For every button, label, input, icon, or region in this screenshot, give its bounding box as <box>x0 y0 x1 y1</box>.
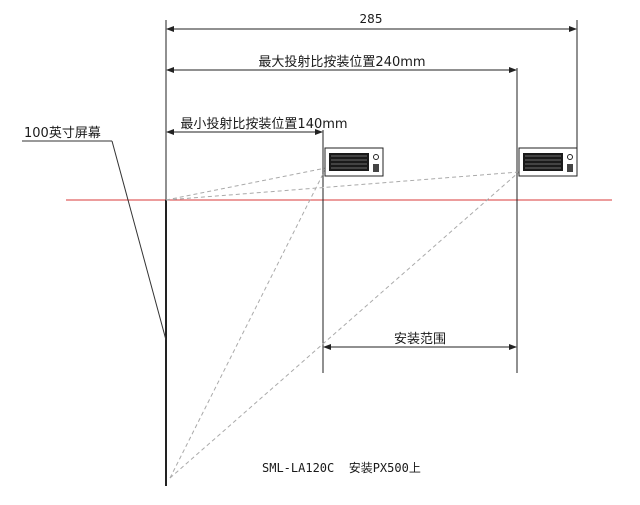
projector-icon <box>518 147 578 177</box>
total-distance-label: 285 <box>360 12 383 26</box>
install-range-label: 安装范围 <box>394 332 446 347</box>
diagram-caption: SML-LA120C 安装PX500上 <box>262 460 421 475</box>
ray-near-top <box>165 167 327 201</box>
ray-near-bottom <box>169 167 327 479</box>
screen-label: 100英寸屏幕 <box>24 126 101 141</box>
max-position-label: 最大投射比按装位置240mm <box>258 54 425 70</box>
ray-far-top <box>165 171 520 201</box>
min-position-label: 最小投射比按装位置140mm <box>180 116 347 132</box>
ray-far-bottom <box>169 171 520 479</box>
projector-icon <box>324 147 384 177</box>
screen-leader-line <box>111 140 167 341</box>
